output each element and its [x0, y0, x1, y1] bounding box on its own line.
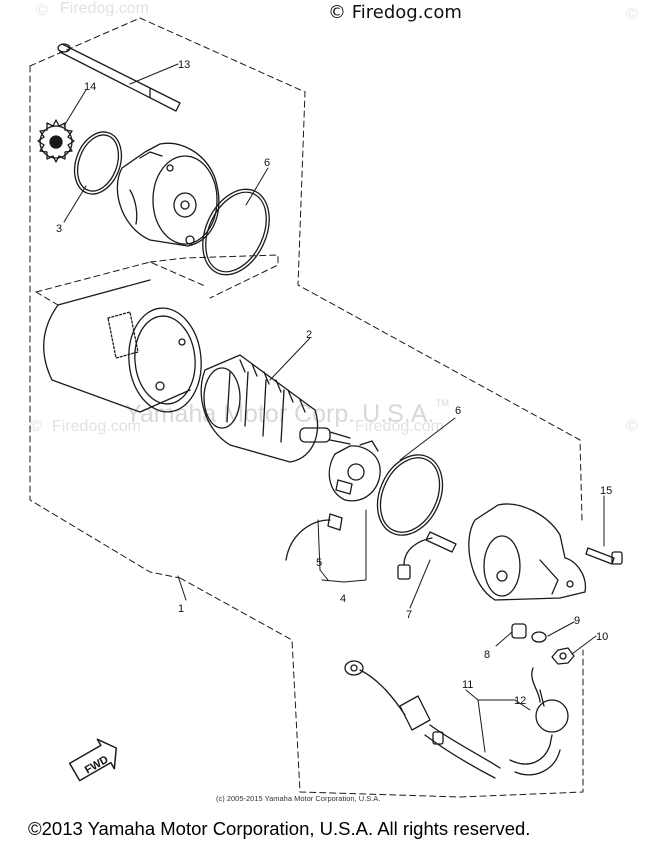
callout-4: 4: [340, 593, 346, 605]
callout-6-front: 6: [264, 157, 270, 169]
front-cover: [116, 142, 220, 247]
watermark-copyright-icon-top-left: ©: [36, 2, 48, 19]
watermark-left: Firedog.com: [52, 418, 141, 435]
leader-lines: [63, 63, 605, 753]
fwd-arrow-icon: [68, 738, 117, 782]
brush-lead: [285, 513, 343, 561]
assembly-boundary: [29, 17, 584, 798]
callout-8: 8: [484, 649, 490, 661]
mount-bolt: [585, 547, 623, 565]
o-ring-front: [73, 131, 123, 195]
callout-14: 14: [84, 81, 96, 93]
callout-6-rear: 6: [455, 405, 461, 417]
firedog-copyright: © Firedog.com: [328, 2, 462, 23]
yamaha-small-copyright: (c) 2005-2015 Yamaha Motor Corporation, …: [216, 794, 381, 803]
terminal-nuts: [511, 623, 575, 665]
through-bolt: [57, 43, 181, 112]
starter-yoke: [43, 279, 202, 413]
watermark-copyright-icon-left: ©: [30, 418, 42, 435]
rear-cover: [468, 503, 587, 601]
callout-3: 3: [56, 223, 62, 235]
callout-13: 13: [178, 59, 190, 71]
fwd-label: FWD: [83, 754, 111, 777]
drive-gear: [37, 119, 75, 163]
callout-9: 9: [574, 615, 580, 627]
callout-1: 1: [178, 603, 184, 615]
watermark-copyright-icon-right: ©: [626, 418, 638, 435]
callout-2: 2: [306, 329, 312, 341]
o-ring-large: [202, 188, 270, 276]
watermark-corp: Yamaha Motor Corp. U.S.A.: [125, 400, 435, 428]
terminal-lead: [397, 531, 457, 580]
callout-12: 12: [514, 695, 526, 707]
callout-5: 5: [316, 557, 322, 569]
callout-7: 7: [406, 609, 412, 621]
starter-cable: [344, 660, 569, 779]
watermark-top-left: Firedog.com: [60, 0, 149, 17]
o-ring-rear: [376, 454, 444, 536]
callout-11: 11: [462, 679, 473, 691]
watermark-mid: Firedog.com: [355, 418, 444, 435]
callout-15: 15: [600, 485, 612, 497]
armature: [200, 354, 351, 463]
watermark-copyright-icon-top-right: ©: [626, 6, 638, 23]
brush-holder: [328, 440, 381, 502]
callout-10: 10: [596, 631, 608, 643]
yamaha-copyright: ©2013 Yamaha Motor Corporation, U.S.A. A…: [28, 818, 531, 839]
watermark-tm: TM: [436, 398, 449, 408]
